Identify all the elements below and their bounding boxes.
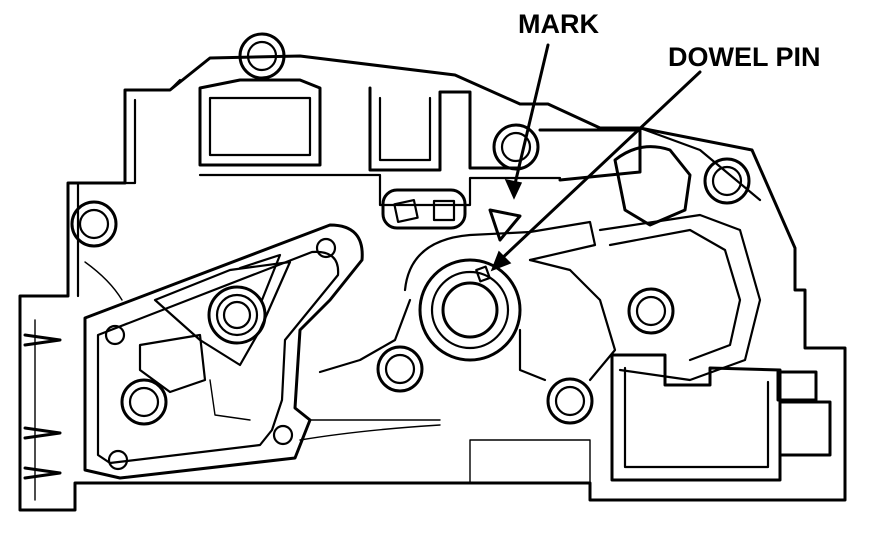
label-mark: MARK xyxy=(518,9,599,39)
bolt-left-upper xyxy=(70,200,118,248)
left-plate xyxy=(83,223,441,480)
label-dowel-pin: DOWEL PIN xyxy=(668,42,821,72)
bolt-top-center xyxy=(492,123,540,171)
central-bore xyxy=(318,220,617,382)
center-window xyxy=(381,188,467,230)
bolt-right-center xyxy=(627,287,675,335)
housing-outline xyxy=(18,54,847,512)
bolt-top-right xyxy=(703,157,751,205)
callout-dowel-pin xyxy=(490,70,702,272)
bolt-lower-right xyxy=(546,377,594,425)
right-section xyxy=(469,145,832,484)
bolt-lower-left xyxy=(120,378,168,426)
mark-triangle xyxy=(488,208,522,242)
bolts xyxy=(70,32,751,426)
upper-passages xyxy=(198,78,762,207)
bolt-lower-center xyxy=(376,345,424,393)
callout-mark xyxy=(504,43,550,200)
side-slots xyxy=(23,333,62,480)
bolt-top-left xyxy=(238,32,286,80)
bolt-left-plate xyxy=(207,285,267,345)
